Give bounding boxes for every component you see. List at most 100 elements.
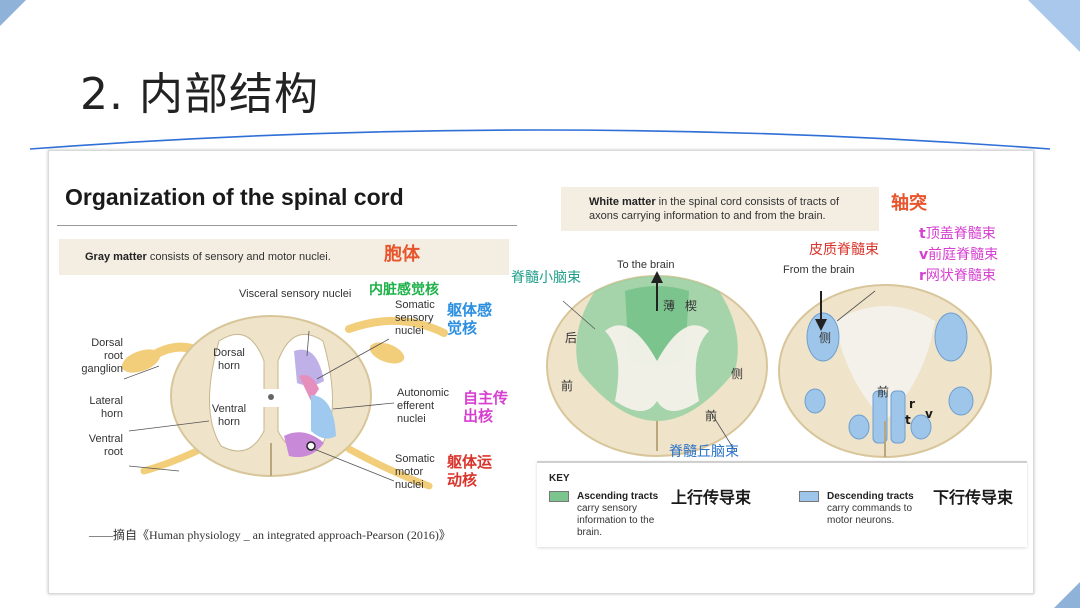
white-matter-term: White matter <box>589 196 656 208</box>
white-matter-text-2: axons carrying information to and from t… <box>589 210 826 222</box>
corner-decoration-top-left <box>0 0 26 26</box>
label-dorsal-root-ganglion: Dorsal root ganglion <box>71 337 123 376</box>
zh-visceral-sensory: 内脏感觉核 <box>369 282 439 298</box>
zh-anterior-left: 前 <box>561 379 574 393</box>
gray-matter-text: consists of sensory and motor nuclei. <box>146 251 331 263</box>
mark-t: t <box>905 413 911 427</box>
label-line: Dorsal <box>213 347 245 359</box>
zh-tectospinal: t顶盖脊髓束 <box>919 223 996 243</box>
zh-wedge-fasciculus: 楔 <box>685 299 698 313</box>
label-line: root <box>104 350 123 362</box>
descending-tracts-cross-section <box>778 284 992 458</box>
zh-spinocerebellar: 脊髓小脑束 <box>511 270 581 286</box>
label-line: horn <box>100 408 123 420</box>
gray-matter-zh: 胞体 <box>384 244 420 265</box>
corner-decoration-top-right <box>1028 0 1080 52</box>
ascending-description: Ascending tracts carry sensory informati… <box>577 491 658 539</box>
zh-descending-tracts: 下行传导束 <box>933 488 1014 507</box>
label-ventral-horn: Ventral horn <box>205 403 253 429</box>
heading-divider <box>57 225 517 226</box>
descending-swatch <box>799 491 819 502</box>
zh-somatic-motor: 躯体运 动核 <box>447 453 492 489</box>
key-term: Ascending tracts <box>577 491 659 502</box>
zh-posterior: 后 <box>565 331 578 345</box>
label-autonomic-efferent: Autonomic efferent nuclei <box>397 387 461 426</box>
zh-lateral: 侧 <box>731 367 744 381</box>
zh-spinothalamic: 脊髓丘脑束 <box>669 444 739 460</box>
zh-line: 躯体运 <box>447 453 493 471</box>
zh-autonomic-efferent: 自主传 出核 <box>463 389 508 425</box>
zh-line: 觉核 <box>447 319 478 337</box>
label-ventral-root: Ventral root <box>71 433 123 459</box>
label-to-the-brain: To the brain <box>617 259 675 271</box>
zh-lateral-descending: 侧 <box>819 331 832 345</box>
tract-name: 前庭脊髓束 <box>928 247 999 263</box>
label-line: root <box>104 446 123 458</box>
label-lateral-horn: Lateral horn <box>71 395 123 421</box>
slide-title: 2. 内部结构 <box>80 69 319 120</box>
label-line: Somatic <box>395 299 435 311</box>
mark-r: r <box>909 397 915 411</box>
citation: ——摘自《Human physiology _ an integrated ap… <box>89 528 451 542</box>
label-dorsal-horn: Dorsal horn <box>207 347 251 373</box>
zh-ascending-tracts: 上行传导束 <box>671 488 752 507</box>
zh-line: 自主传 <box>463 389 509 407</box>
tract-name: 顶盖脊髓束 <box>925 226 996 242</box>
label-line: Somatic <box>395 453 435 465</box>
ascending-tracts-cross-section <box>546 271 768 457</box>
title-underline-arc <box>29 129 1051 150</box>
key-term: Descending tracts <box>827 491 914 502</box>
label-visceral-sensory: Visceral sensory nuclei <box>239 288 352 300</box>
tract-name: 网状脊髓束 <box>925 268 996 284</box>
label-from-the-brain: From the brain <box>783 264 855 276</box>
label-line: Ventral <box>88 433 123 445</box>
zh-line: 动核 <box>447 471 478 489</box>
gray-matter-term: Gray matter <box>85 251 147 263</box>
gray-matter-cross-section <box>121 315 448 490</box>
descending-description: Descending tracts carry commands to moto… <box>827 491 914 527</box>
white-matter-banner: White matter in the spinal cord consists… <box>561 187 879 231</box>
label-somatic-sensory: Somatic sensory nuclei <box>395 299 451 338</box>
spinal-cord-figure: Organization of the spinal cord Gray mat… <box>48 150 1034 594</box>
key-line: carry sensory <box>577 503 638 514</box>
zh-anterior-bottom: 前 <box>705 409 718 423</box>
key-title: KEY <box>549 473 570 484</box>
zh-reticulospinal: r网状脊髓束 <box>919 265 996 285</box>
label-line: Autonomic <box>397 387 449 399</box>
label-line: Ventral <box>211 403 247 415</box>
tract-letter: v <box>919 247 929 263</box>
zh-vestibulospinal: v前庭脊髓束 <box>919 244 998 264</box>
zh-somatic-sensory: 躯体感 觉核 <box>447 301 492 337</box>
label-line: Lateral <box>89 395 123 407</box>
mark-v: v <box>925 407 933 421</box>
key-legend: KEY Ascending tracts carry sensory infor… <box>537 461 1027 547</box>
label-line: ganglion <box>81 363 123 375</box>
key-line: information to the <box>577 515 655 526</box>
figure-heading: Organization of the spinal cord <box>65 184 404 210</box>
zh-line: 出核 <box>463 407 494 425</box>
label-somatic-motor: Somatic motor nuclei <box>395 453 449 492</box>
label-line: efferent <box>397 400 435 412</box>
label-line: motor <box>395 466 424 478</box>
label-line: Dorsal <box>91 337 123 349</box>
zh-thin-fasciculus: 薄 <box>663 299 676 313</box>
key-line: carry commands to <box>827 503 913 514</box>
corner-decoration-bottom-right <box>1054 582 1080 608</box>
gray-matter-banner: Gray matter consists of sensory and moto… <box>59 239 509 275</box>
label-line: nuclei <box>397 413 426 425</box>
label-line: horn <box>217 360 241 372</box>
zh-anterior-descending: 前 <box>877 385 890 399</box>
tract-letter: t <box>919 226 926 242</box>
ascending-swatch <box>549 491 569 502</box>
label-line: horn <box>217 416 241 428</box>
zh-corticospinal: 皮质脊髓束 <box>809 242 879 258</box>
white-matter-text: in the spinal cord consists of tracts of <box>655 196 840 208</box>
key-line: motor neurons. <box>827 515 895 526</box>
label-line: nuclei <box>395 325 424 337</box>
tract-letter: r <box>919 268 926 284</box>
white-matter-zh: 轴突 <box>891 193 927 214</box>
key-line: brain. <box>577 527 603 538</box>
zh-line: 躯体感 <box>447 301 493 319</box>
label-line: sensory <box>395 312 434 324</box>
label-line: nuclei <box>395 479 424 491</box>
